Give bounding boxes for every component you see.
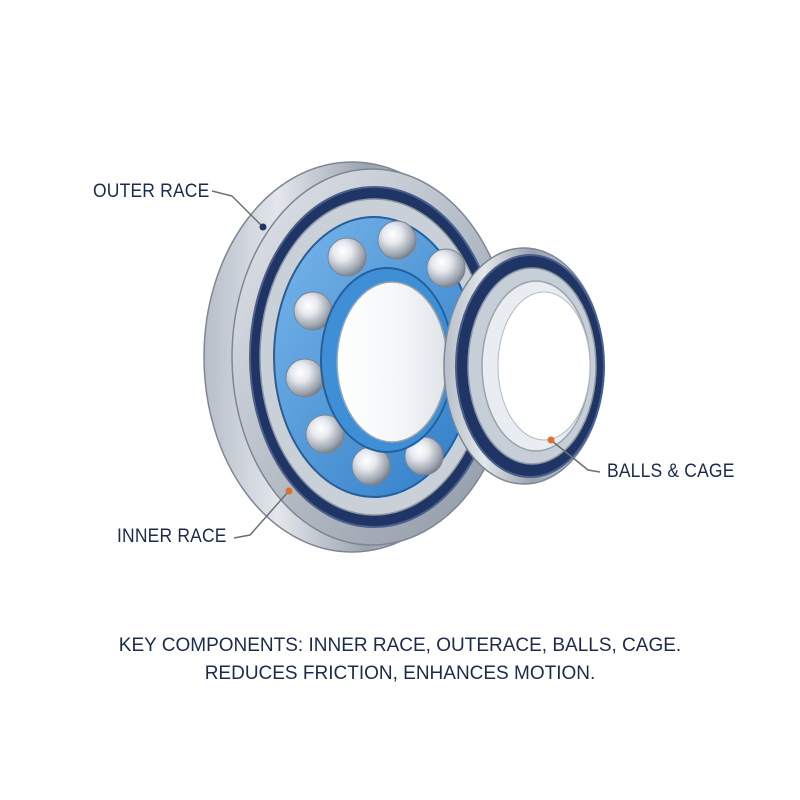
outer-race-leader: [211, 190, 263, 227]
balls-cage-leader: [551, 440, 601, 473]
inner-race-label: INNER RACE: [117, 526, 227, 547]
leader-lines: [211, 190, 601, 539]
separate-ring: [443, 247, 605, 485]
ball: [285, 358, 325, 398]
main-bearing: [203, 161, 513, 553]
ball: [377, 220, 417, 260]
ball-set: [285, 220, 466, 486]
inner-bore: [336, 281, 448, 443]
ball: [426, 248, 466, 288]
caption-line-1: KEY COMPONENTS: INNER RACE, OUTERACE, BA…: [118, 635, 682, 656]
balls-cage-label: BALLS & CAGE: [607, 461, 735, 482]
ball: [327, 237, 367, 277]
ball: [305, 414, 345, 454]
outer-race-label: OUTER RACE: [93, 181, 210, 202]
caption-line-2: REDUCES FRICTION, ENHANCES MOTION.: [204, 663, 596, 684]
inner-race-leader: [233, 491, 289, 539]
